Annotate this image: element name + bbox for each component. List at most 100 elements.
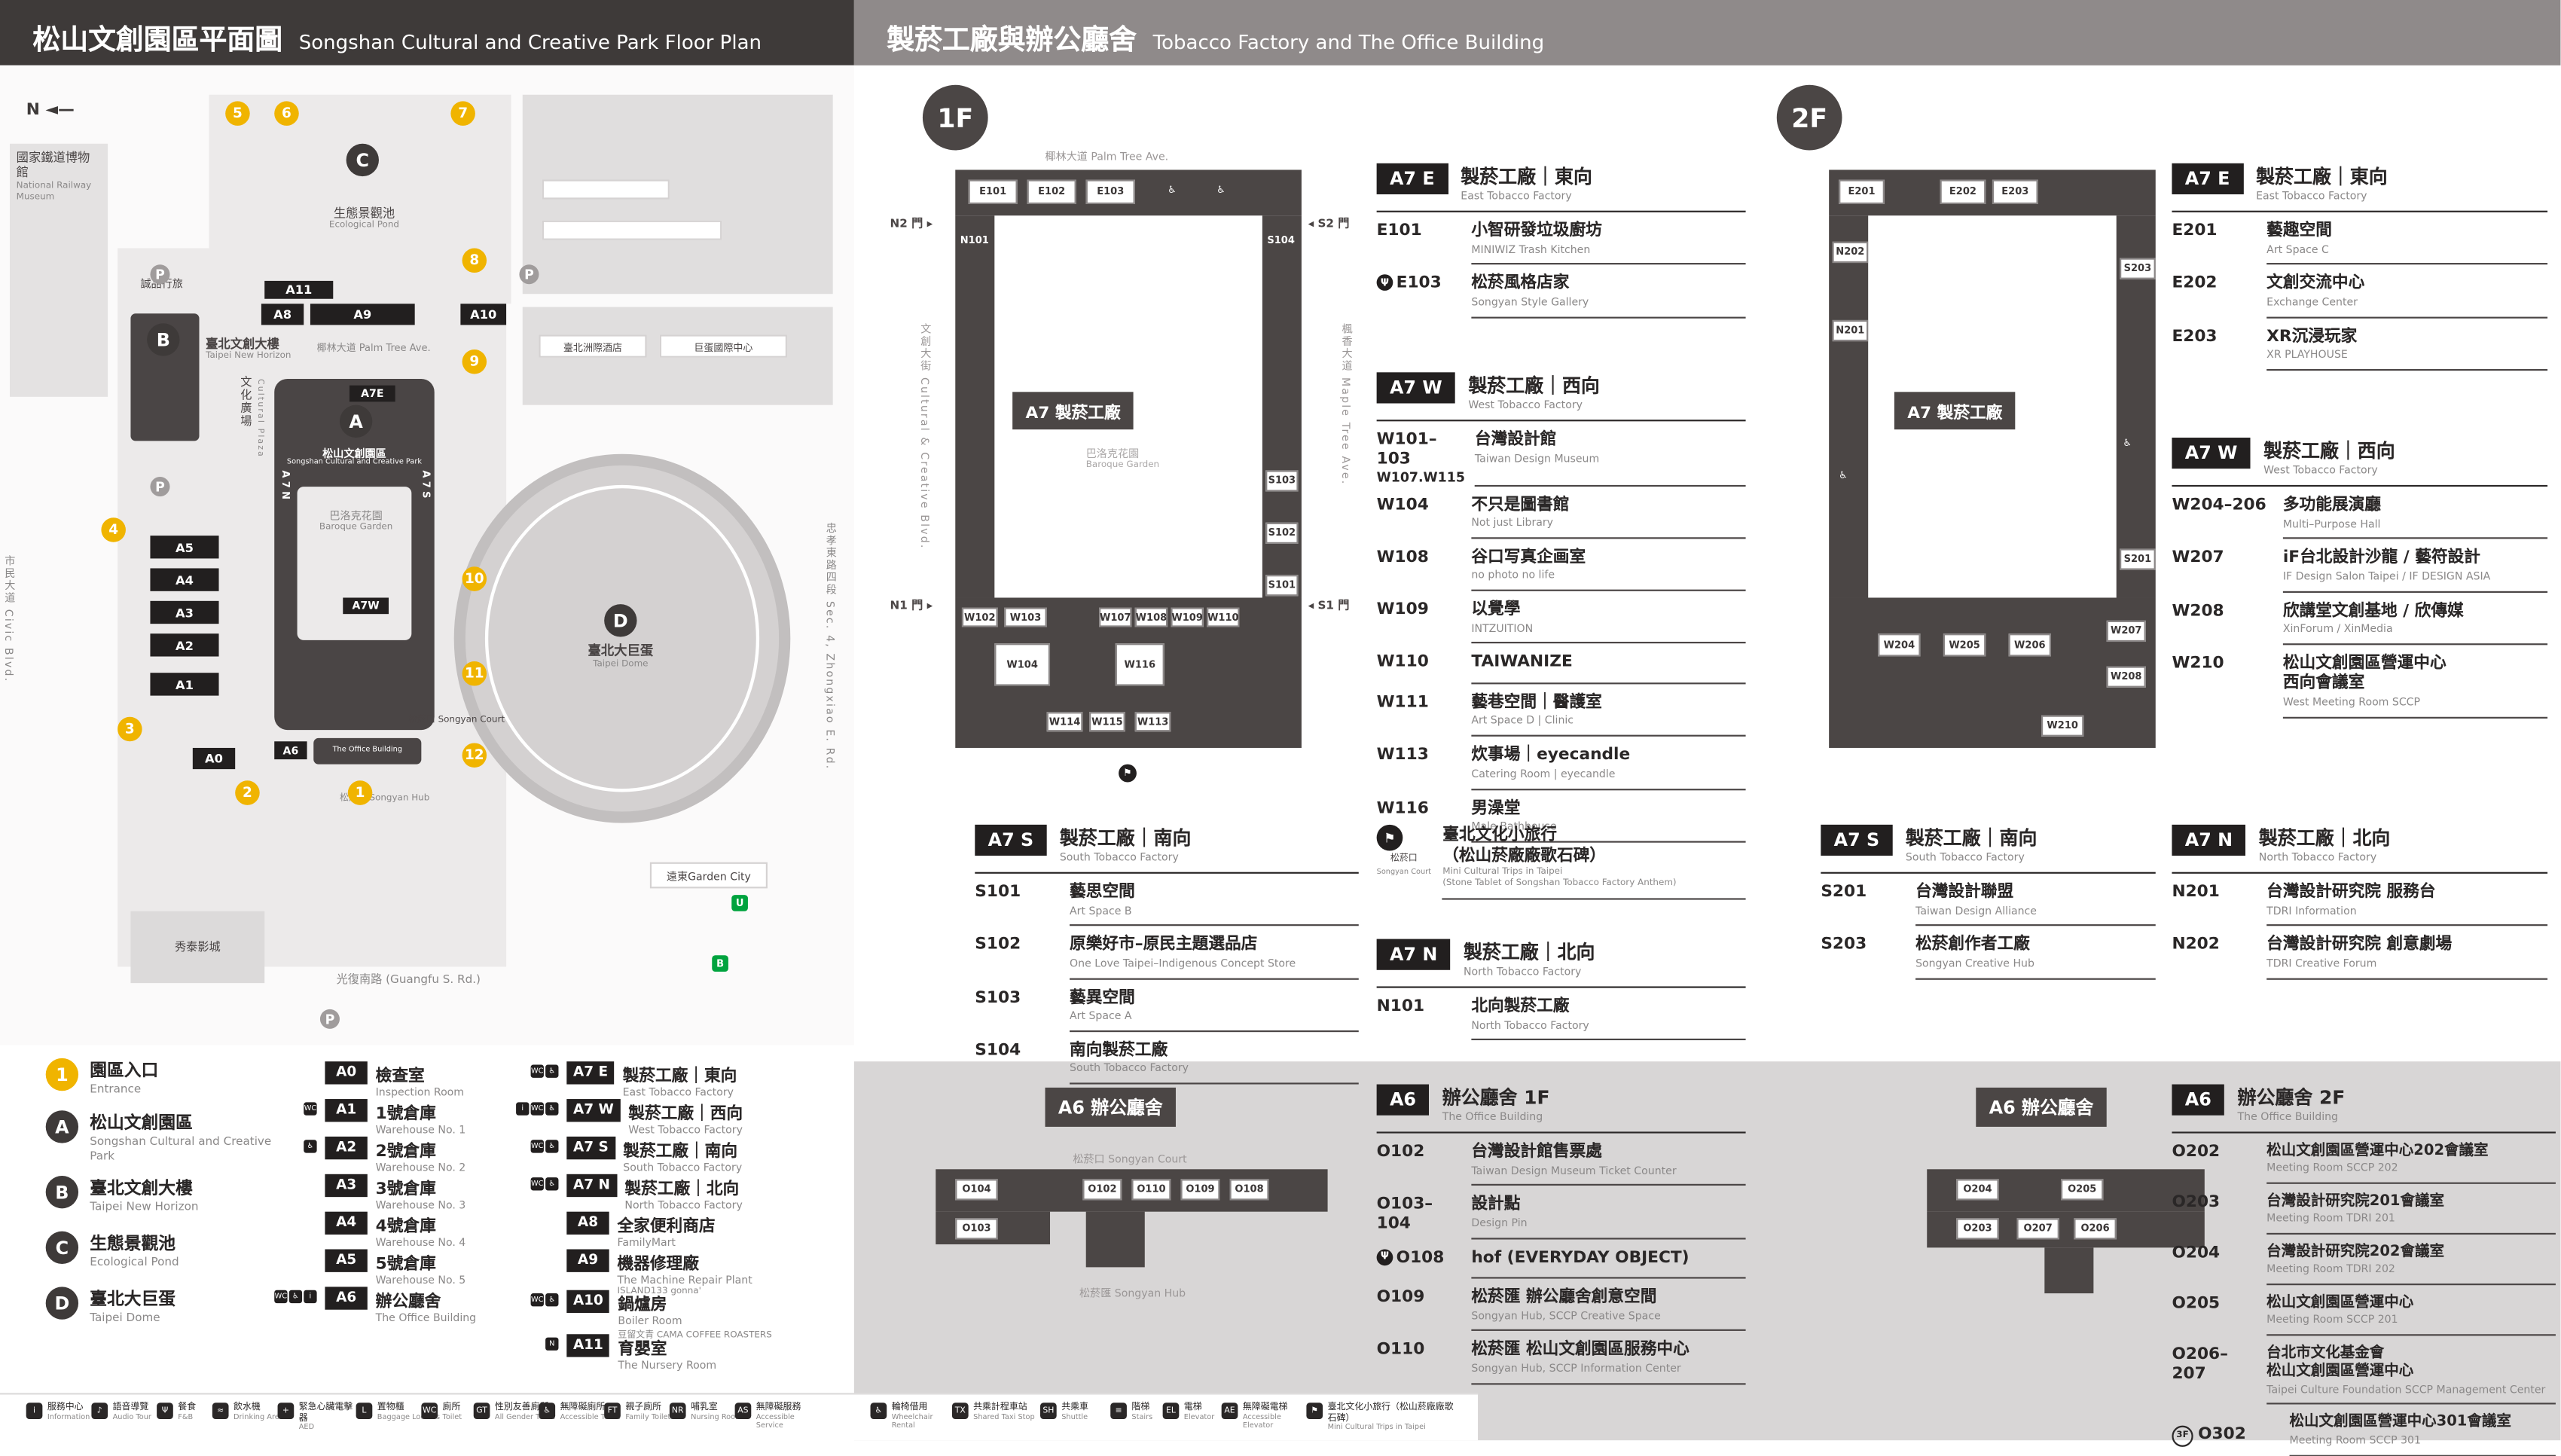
room-zh: 台灣設計研究院202會議室: [2266, 1244, 2445, 1261]
strip-zh: 廁所: [442, 1403, 461, 1413]
nursing-room-icon: NR: [669, 1403, 686, 1419]
room-code: O109: [1376, 1288, 1425, 1307]
railway-museum-label: 國家鐵道博物館 National Railway Museum: [10, 144, 108, 210]
plan-room: W103: [1004, 607, 1047, 627]
room-code: S104: [975, 1041, 1021, 1060]
youbike-icon: U: [731, 895, 748, 911]
accessible-service-icon: AS: [734, 1403, 752, 1419]
room-code: N101: [1376, 997, 1425, 1016]
strip-en: Shuttle: [1061, 1413, 1088, 1422]
plan-room: O207: [2016, 1218, 2059, 1240]
section-en: North Tobacco Factory: [1463, 965, 1582, 978]
legend-zh: 3號倉庫: [375, 1180, 436, 1199]
office-plan-label: A6 辦公廳舍: [1045, 1087, 1176, 1127]
room-code: N201: [2172, 883, 2220, 902]
plan-room: O206: [2074, 1218, 2117, 1240]
plan-room: S103: [1265, 470, 1299, 492]
legend-en: Entrance: [90, 1082, 142, 1096]
eco-pond-en: Ecological Pond: [328, 221, 399, 231]
strip-zh: 無障礙服務: [755, 1403, 801, 1413]
toilet-icon: WC: [530, 1293, 544, 1307]
park-map: N ◄— 國家鐵道博物館 National Railway Museum 臺北洲…: [0, 65, 854, 1045]
room-code: O204: [2172, 1244, 2221, 1263]
entrance-marker-9: 9: [462, 349, 487, 374]
dome-zh: 臺北大巨蛋: [588, 643, 654, 658]
room-zh: 台灣設計研究院 創意劇場: [2266, 936, 2453, 954]
section-zh: 製菸工廠｜南向: [1059, 826, 1192, 850]
room-code: S102: [975, 936, 1021, 954]
anthem-zh2: （松山菸廠廠歌石碑）: [1442, 847, 1606, 866]
entrance-marker-1: 1: [347, 780, 373, 805]
room-zh2: 西向會議室: [2282, 675, 2365, 694]
entrance-marker-2: 2: [235, 780, 260, 805]
cultural-plaza-zh: 文化廣場: [240, 375, 253, 429]
legend-code: A8: [566, 1211, 609, 1235]
room-en: Songyan Hub, SCCP Creative Space: [1471, 1308, 1661, 1323]
plan-room: W210: [2041, 715, 2084, 737]
strip-en: Drinking Area: [234, 1413, 284, 1422]
plan-room: W102: [961, 607, 998, 627]
accessible-icon: ♿: [1839, 470, 1848, 482]
legend-zh: 生態景觀池: [90, 1235, 176, 1255]
stairs-icon: ≡: [1110, 1403, 1127, 1419]
map-code-a2: A2: [150, 633, 219, 657]
room-code: W108: [1376, 548, 1429, 567]
room-code-text: W101–103: [1376, 431, 1437, 469]
strip-en: Shared Taxi Stop: [973, 1413, 1035, 1422]
legend-en: Ecological Pond: [90, 1256, 179, 1269]
office-plan-2f: A6 辦公廳舍 O204 O205 O203 O207 O206: [1862, 1075, 2270, 1393]
section-zh: 製菸工廠｜東向: [2256, 164, 2388, 188]
entrance-marker-8: 8: [462, 248, 487, 273]
legend-en: The Office Building: [375, 1311, 477, 1325]
dining-icon: Ψ: [1376, 1248, 1393, 1265]
map-code-a7w: A7W: [343, 597, 389, 615]
room-en: Meeting Room SCCP 301: [2289, 1433, 2421, 1447]
toilet-icon: WC: [274, 1290, 288, 1304]
plan-room: E201: [1839, 179, 1885, 204]
locker-icon: L: [356, 1403, 373, 1419]
pin-d: D: [604, 604, 637, 637]
map-code-a11: A11: [264, 280, 334, 299]
room-en: Multi–Purpose Hall: [2282, 517, 2381, 530]
room-code: O203: [2172, 1193, 2221, 1212]
room-code: S201: [1821, 883, 1867, 902]
plan-room: W205: [1943, 633, 1986, 657]
strip-en: All Gender Toilet: [494, 1413, 555, 1422]
room-code: W204–206: [2172, 496, 2266, 514]
room-code: O205: [2172, 1295, 2221, 1314]
legend-zh: 臺北大巨蛋: [90, 1290, 176, 1310]
room-en: Taiwan Design Alliance: [1915, 903, 2037, 917]
toilet-icon: WC: [421, 1403, 438, 1419]
strip-en: Elevator: [1183, 1413, 1215, 1422]
room-en: Meeting Room SCCP 201: [2266, 1313, 2398, 1327]
room-code-text: O302: [2198, 1425, 2246, 1444]
room-code-text: O108: [1396, 1248, 1445, 1267]
strip-zh: 哺乳室: [691, 1403, 718, 1413]
legend-zh: 2號倉庫: [375, 1143, 436, 1161]
section-en: East Tobacco Factory: [1461, 189, 1572, 203]
strip-en: Family Toilet: [625, 1413, 671, 1422]
building-label-a7: A7 製菸工廠: [1894, 392, 2016, 430]
accessible-elevator-icon: AE: [1221, 1403, 1238, 1419]
